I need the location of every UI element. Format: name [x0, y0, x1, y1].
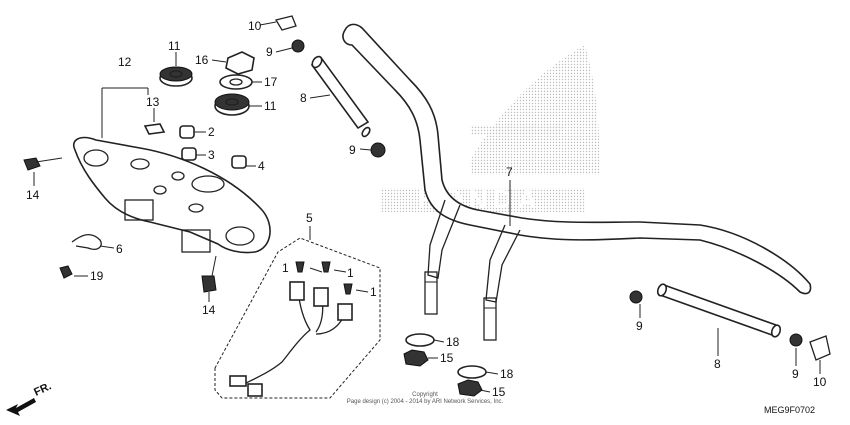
- callout-12[interactable]: 12: [118, 55, 132, 69]
- front-direction-indicator: FR.: [6, 380, 53, 416]
- callout-8[interactable]: 8: [714, 357, 721, 371]
- callout-1[interactable]: 1: [282, 261, 289, 275]
- caps-and-plate: [143, 123, 247, 169]
- callout-10[interactable]: 10: [813, 375, 827, 389]
- callout-1[interactable]: 1: [370, 285, 377, 299]
- callout-15[interactable]: 15: [440, 351, 454, 365]
- handlebar: [342, 23, 812, 341]
- callout-19[interactable]: 19: [90, 269, 104, 283]
- front-label: FR.: [32, 380, 53, 398]
- front-arrow-icon: [6, 398, 36, 416]
- part-callouts: 10 9 8 9 11 16 17 11 12 13 2 3 4 14 6 19…: [26, 19, 827, 399]
- bar-end-weight-upper: [310, 55, 371, 138]
- callout-18[interactable]: 18: [500, 367, 514, 381]
- bar-end-weight-lower: [656, 283, 782, 338]
- honda-wing-watermark: HONDA: [380, 45, 600, 214]
- diagram-code: MEG9F0702: [764, 405, 815, 415]
- top-bridge: [73, 136, 271, 254]
- callout-13[interactable]: 13: [146, 95, 160, 109]
- bolts: [23, 157, 217, 293]
- callout-17[interactable]: 17: [264, 75, 278, 89]
- bushing-stack: [159, 51, 255, 116]
- callout-2[interactable]: 2: [208, 125, 215, 139]
- switch-harness: [214, 237, 381, 399]
- callout-10[interactable]: 10: [248, 19, 262, 33]
- copyright-line-1: Copyright: [412, 392, 438, 398]
- callout-18[interactable]: 18: [446, 335, 460, 349]
- clip-10-icons: [274, 15, 831, 361]
- copyright-line-2: Page design (c) 2004 - 2014 by ARI Netwo…: [347, 399, 504, 405]
- callout-8[interactable]: 8: [300, 91, 307, 105]
- nut-9-icons: [291, 39, 803, 347]
- callout-3[interactable]: 3: [208, 148, 215, 162]
- callout-9[interactable]: 9: [349, 143, 356, 157]
- callout-11[interactable]: 11: [264, 99, 277, 113]
- leader-lines: [33, 21, 821, 393]
- callout-4[interactable]: 4: [258, 159, 265, 173]
- callout-14[interactable]: 14: [26, 188, 40, 202]
- callout-15[interactable]: 15: [492, 385, 506, 399]
- callout-14[interactable]: 14: [202, 303, 216, 317]
- callout-9[interactable]: 9: [792, 367, 799, 381]
- callout-9[interactable]: 9: [636, 319, 643, 333]
- callout-1[interactable]: 1: [347, 266, 354, 280]
- callout-7[interactable]: 7: [506, 165, 513, 179]
- callout-9[interactable]: 9: [266, 45, 273, 59]
- callout-6[interactable]: 6: [116, 242, 123, 256]
- callout-5[interactable]: 5: [306, 211, 313, 225]
- callout-16[interactable]: 16: [195, 53, 209, 67]
- washers-nuts: [403, 333, 487, 397]
- callout-11[interactable]: 11: [168, 39, 181, 53]
